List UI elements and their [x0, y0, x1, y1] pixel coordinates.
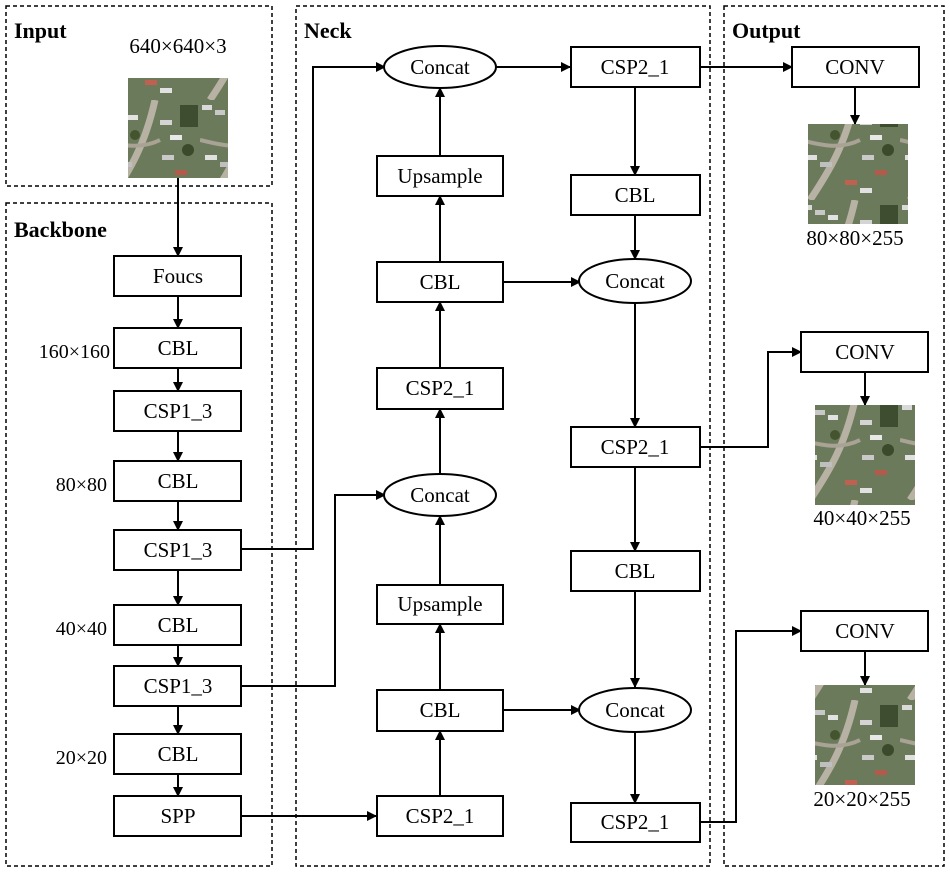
neck-csp-out3-node: CSP2_1: [570, 802, 701, 843]
neck-concat-mid-node: Concat: [383, 473, 497, 517]
cbl-out1-label: CBL: [615, 183, 656, 207]
input-panel: [5, 5, 273, 187]
neck-cbl-out1-node: CBL: [570, 174, 701, 216]
backbone-cbl3-node: CBL: [113, 604, 242, 646]
neck-csp-bot-node: CSP2_1: [376, 795, 504, 837]
neck-concat-out2-node: Concat: [578, 687, 692, 733]
cbl-bot-label: CBL: [420, 698, 461, 722]
neck-concat-out1-node: Concat: [578, 258, 692, 304]
backbone-title: Backbone: [14, 217, 107, 242]
dim-40-label: 40×40: [56, 618, 107, 640]
cbl-out2-label: CBL: [615, 559, 656, 583]
conv2-label: CONV: [835, 340, 895, 364]
neck-panel: [295, 5, 711, 867]
neck-csp-out1-node: CSP2_1: [570, 46, 701, 88]
csp3-label: CSP1_3: [144, 674, 213, 698]
csp1-label: CSP1_3: [144, 399, 213, 423]
neck-cbl-out2-node: CBL: [570, 550, 701, 592]
backbone-csp2-node: CSP1_3: [113, 529, 242, 571]
upsample-bot-label: Upsample: [397, 592, 482, 616]
output-size-20-label: 20×20×255: [813, 787, 910, 811]
neck-upsample-top-node: Upsample: [376, 155, 504, 197]
neck-cbl-bot-node: CBL: [376, 689, 504, 732]
output-conv2-node: CONV: [800, 331, 929, 373]
neck-cbl-mid-node: CBL: [376, 261, 504, 303]
output-image-20: [815, 685, 915, 785]
neck-concat-top-node: Concat: [383, 45, 497, 89]
output-image-40: [815, 405, 915, 505]
cbl2-label: CBL: [158, 469, 199, 493]
csp-out3-label: CSP2_1: [601, 810, 670, 834]
backbone-cbl1-node: CBL: [113, 327, 242, 369]
csp-out1-label: CSP2_1: [601, 55, 670, 79]
backbone-foucs-node: Foucs: [113, 255, 242, 297]
backbone-cbl2-node: CBL: [113, 460, 242, 502]
output-conv3-node: CONV: [800, 610, 929, 652]
conv1-label: CONV: [825, 55, 885, 79]
csp-bot-label: CSP2_1: [406, 804, 475, 828]
neck-upsample-bot-node: Upsample: [376, 584, 504, 625]
output-image-80: [808, 124, 908, 224]
dim-20-label: 20×20: [56, 747, 107, 769]
backbone-spp-node: SPP: [113, 795, 242, 837]
concat-out2-label: Concat: [605, 698, 665, 722]
output-title: Output: [732, 18, 801, 43]
input-title: Input: [14, 18, 67, 43]
cbl-mid-label: CBL: [420, 270, 461, 294]
input-aerial-image: [128, 78, 228, 178]
output-size-80-label: 80×80×255: [806, 226, 903, 250]
concat-top-label: Concat: [410, 55, 470, 79]
dim-80-label: 80×80: [56, 474, 107, 496]
backbone-panel: [5, 202, 273, 867]
concat-out1-label: Concat: [605, 269, 665, 293]
backbone-cbl4-node: CBL: [113, 733, 242, 775]
upsample-top-label: Upsample: [397, 164, 482, 188]
dim-160-label: 160×160: [39, 341, 110, 363]
concat-mid-label: Concat: [410, 483, 470, 507]
cbl1-label: CBL: [158, 336, 199, 360]
output-panel: [723, 5, 945, 867]
output-conv1-node: CONV: [791, 46, 920, 88]
csp-out2-label: CSP2_1: [601, 435, 670, 459]
input-size-label: 640×640×3: [129, 34, 226, 58]
csp-mid-label: CSP2_1: [406, 376, 475, 400]
output-size-40-label: 40×40×255: [813, 506, 910, 530]
csp2-label: CSP1_3: [144, 538, 213, 562]
backbone-csp1-node: CSP1_3: [113, 390, 242, 432]
neck-title: Neck: [304, 18, 352, 43]
connections: [173, 62, 870, 823]
foucs-label: Foucs: [153, 264, 203, 288]
conv3-label: CONV: [835, 619, 895, 643]
spp-label: SPP: [160, 804, 195, 828]
neck-csp-mid-node: CSP2_1: [376, 367, 504, 410]
cbl3-label: CBL: [158, 613, 199, 637]
cbl4-label: CBL: [158, 742, 199, 766]
backbone-csp3-node: CSP1_3: [113, 665, 242, 707]
neck-csp-out2-node: CSP2_1: [570, 426, 701, 468]
